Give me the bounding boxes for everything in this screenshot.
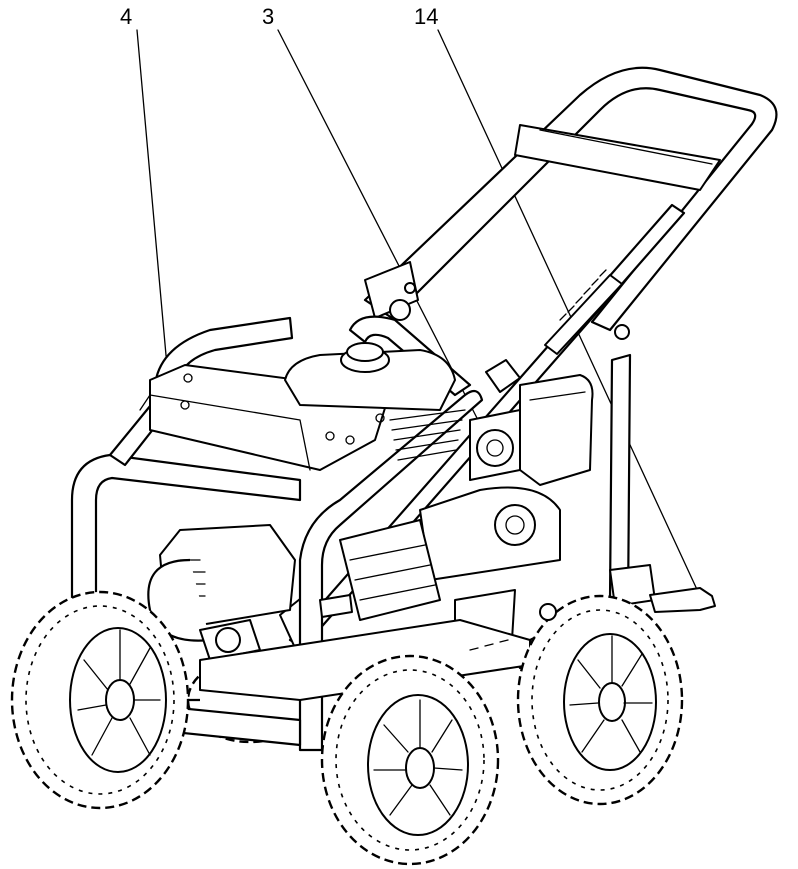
handle-frame bbox=[363, 66, 778, 332]
callout-14-label: 14 bbox=[414, 4, 438, 29]
recoil-starter bbox=[476, 429, 514, 467]
callout-3-leader bbox=[277, 29, 479, 421]
front-right-wheel bbox=[320, 654, 500, 866]
pump bbox=[147, 524, 353, 661]
callout-4-label: 4 bbox=[120, 4, 132, 29]
callout-3: 3 bbox=[262, 4, 479, 421]
brake-lever bbox=[649, 587, 716, 613]
callout-4: 4 bbox=[120, 4, 171, 401]
fuel-tank bbox=[284, 349, 456, 411]
air-filter bbox=[519, 374, 594, 486]
callout-4-leader bbox=[136, 29, 171, 401]
callout-14-leader bbox=[437, 29, 701, 597]
callout-3-label: 3 bbox=[262, 4, 274, 29]
rear-right-wheel bbox=[516, 594, 684, 806]
callout-14: 14 bbox=[414, 4, 701, 597]
chassis bbox=[199, 564, 716, 701]
front-left-wheel bbox=[10, 590, 190, 810]
